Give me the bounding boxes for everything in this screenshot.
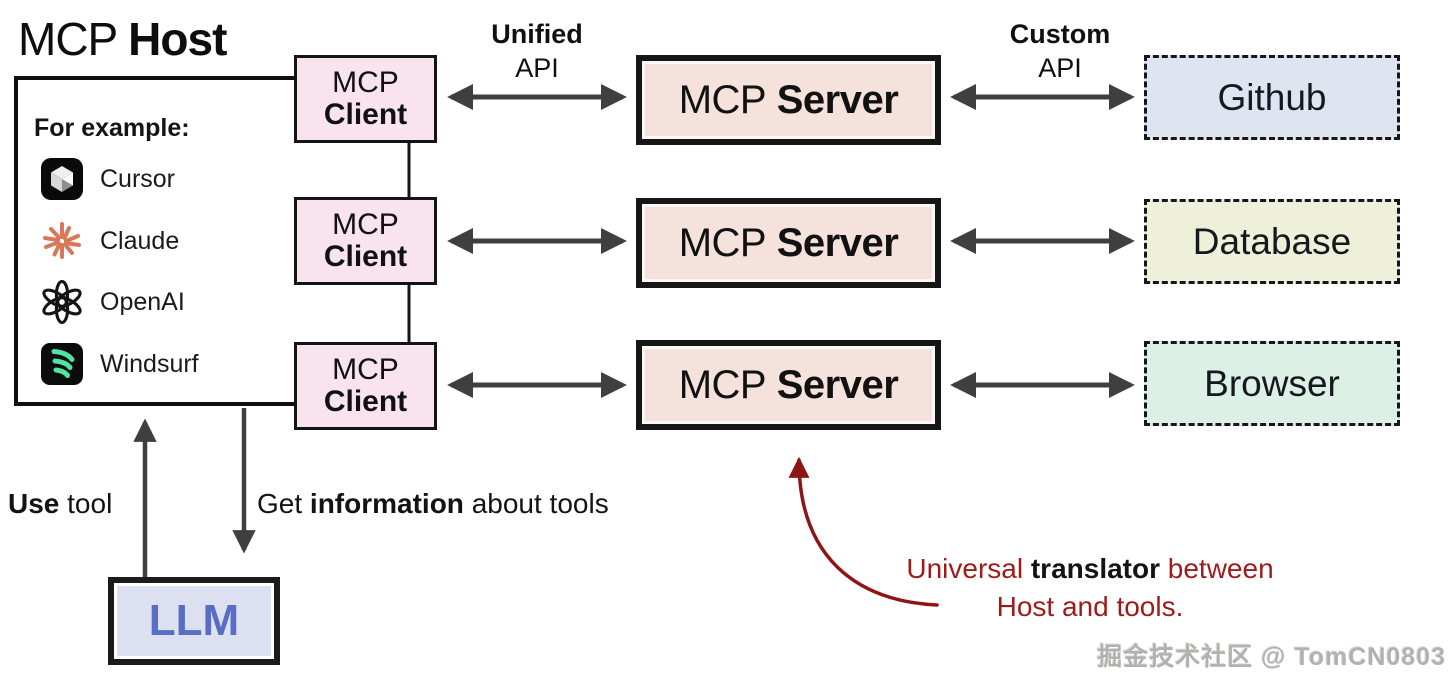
list-item-label: Cursor: [100, 164, 176, 193]
client-line1: MCP: [332, 207, 399, 241]
examples-label: For example:: [34, 114, 190, 142]
tool-label: Browser: [1204, 362, 1340, 404]
watermark: 掘金技术社区 @ TomCN0803: [1097, 643, 1446, 671]
custom-api-label: Custom API: [1009, 19, 1111, 83]
claude-icon: [40, 219, 84, 263]
annotation-line1: Universal translator between: [906, 553, 1274, 584]
list-item-cursor: Cursor: [40, 157, 175, 201]
client-line2: Client: [323, 385, 408, 418]
tool-label: Github: [1217, 76, 1327, 118]
mcp-client-box-3: MCP Client: [294, 342, 437, 430]
annotation-text: Universal translator between Host and to…: [860, 550, 1320, 626]
openai-icon: [40, 280, 84, 324]
tool-box-github: Github: [1144, 55, 1400, 140]
mcp-host-box: [14, 76, 295, 406]
mcp-server-box-3: MCP Server: [636, 340, 941, 430]
mcp-client-box-1: MCP Client: [294, 55, 437, 143]
use-tool-label: Use tool: [8, 488, 113, 519]
tool-box-database: Database: [1144, 199, 1400, 284]
mcp-client-box-2: MCP Client: [294, 197, 437, 285]
tool-label: Database: [1192, 220, 1352, 262]
client-line2: Client: [323, 98, 408, 131]
unified-api-label: Unified API: [491, 19, 583, 83]
llm-label: LLM: [148, 596, 240, 645]
list-item-label: OpenAI: [100, 287, 185, 316]
list-item-windsurf: Windsurf: [40, 342, 199, 386]
client-line1: MCP: [332, 65, 399, 99]
cursor-icon: [40, 157, 84, 201]
annotation-line2: Host and tools.: [996, 590, 1184, 622]
client-line1: MCP: [332, 352, 399, 386]
list-item-claude: Claude: [40, 219, 179, 263]
page-title: MCP Host: [18, 13, 227, 65]
list-item-openai: OpenAI: [40, 280, 185, 324]
list-item-label: Claude: [100, 226, 180, 255]
mcp-server-box-2: MCP Server: [636, 198, 941, 288]
mcp-server-box-1: MCP Server: [636, 55, 941, 145]
tool-box-browser: Browser: [1144, 341, 1400, 426]
llm-box: LLM: [108, 577, 280, 665]
windsurf-icon: [40, 342, 84, 386]
list-item-label: Windsurf: [100, 349, 199, 378]
get-information-label: Get information about tools: [257, 488, 609, 519]
client-line2: Client: [323, 240, 408, 273]
